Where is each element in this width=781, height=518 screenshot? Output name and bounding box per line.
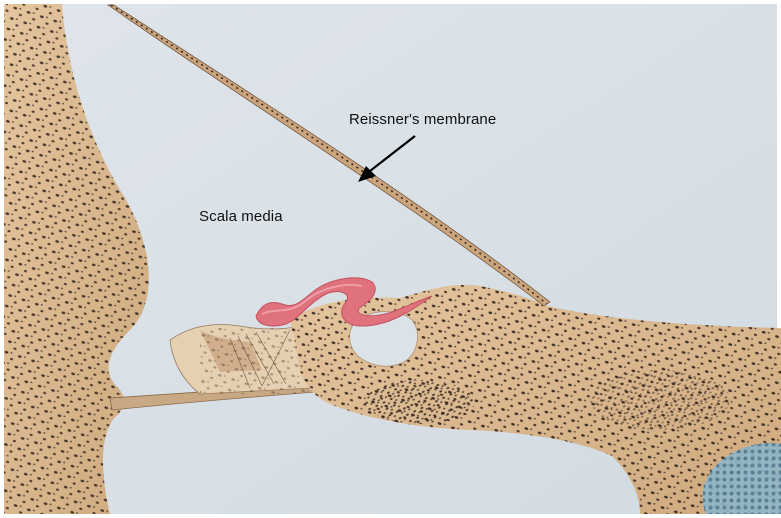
label-reissners-membrane: Reissner's membrane	[349, 111, 496, 128]
label-scala-media: Scala media	[199, 208, 283, 225]
